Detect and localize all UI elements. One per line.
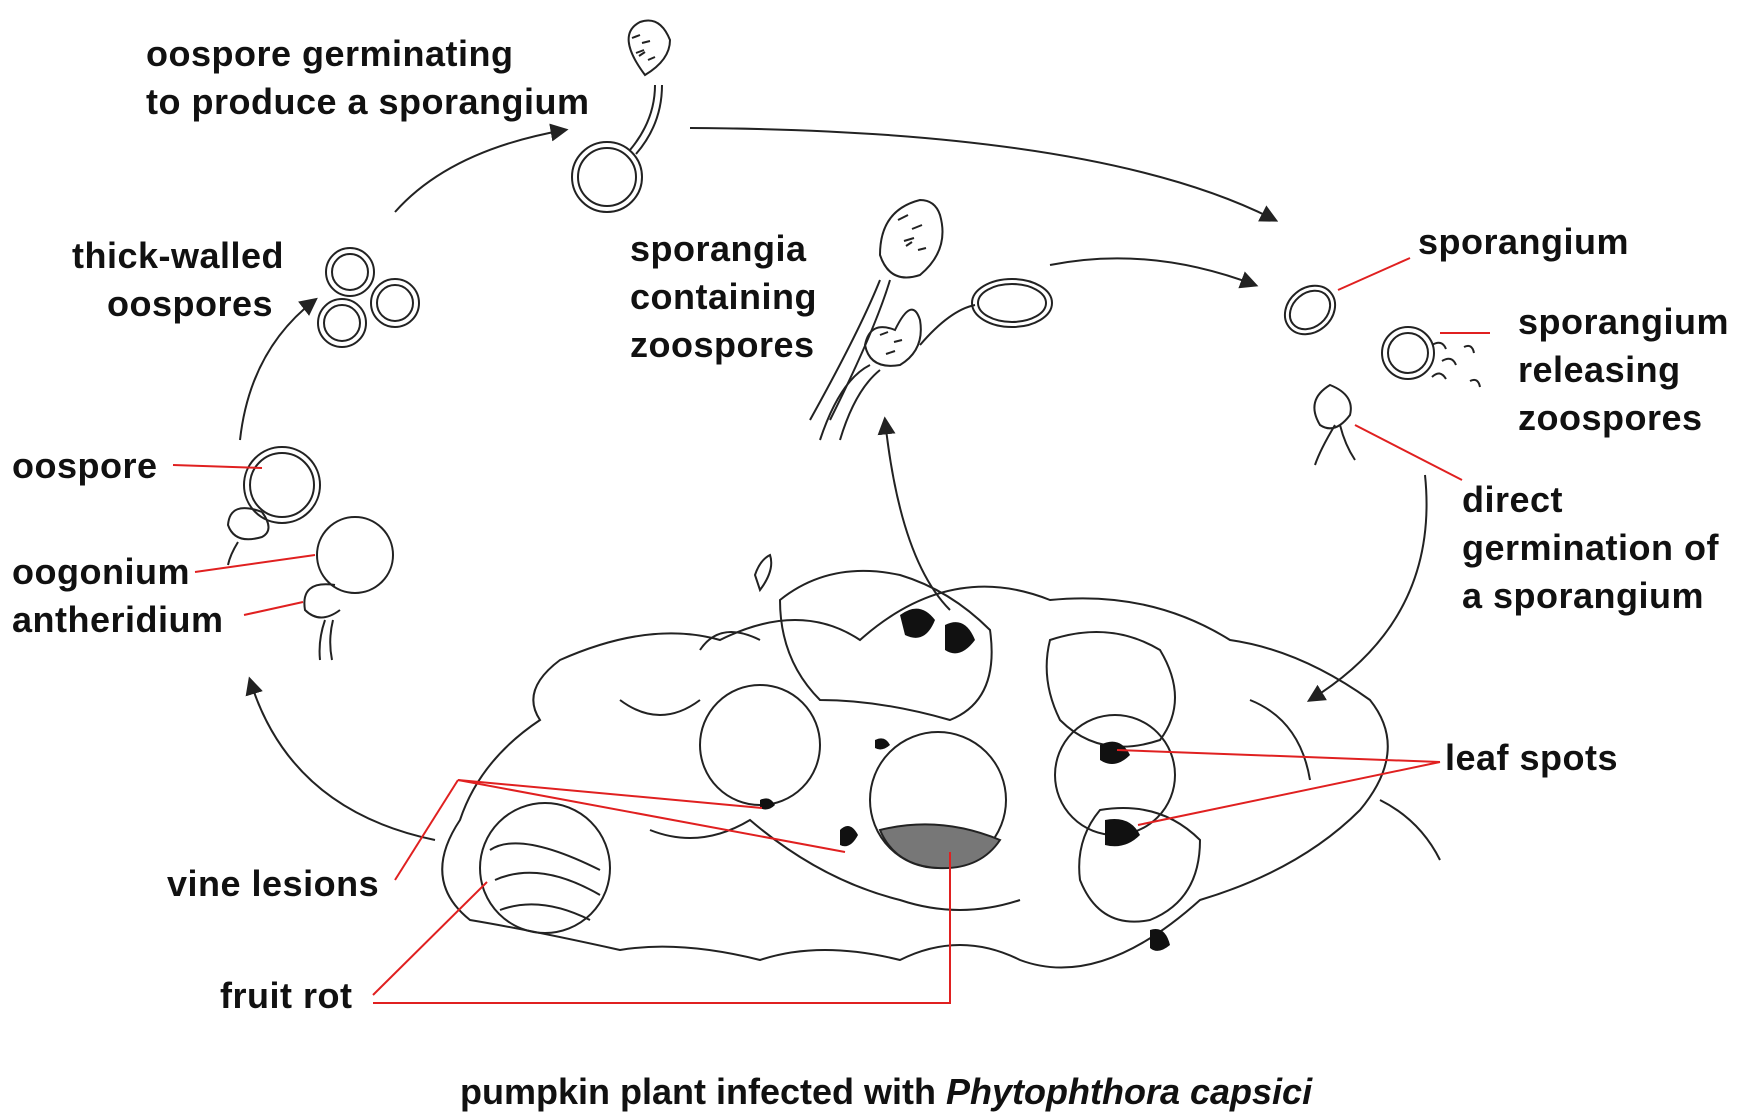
label-direct-line2: germination of [1462, 524, 1719, 572]
leader-direct-germination [1355, 425, 1462, 480]
label-leaf-spots: leaf spots [1445, 734, 1618, 782]
leader-leaf-spots-1 [1117, 750, 1440, 762]
label-direct-germination: direct germination of a sporangium [1462, 476, 1719, 620]
label-fruit-rot-text: fruit rot [220, 972, 352, 1020]
label-sporangia-line2: containing [630, 273, 817, 321]
arrow-germinating-to-sporangium [690, 128, 1275, 220]
leader-vine-lesions-1 [395, 780, 458, 880]
caption-species: Phytophthora capsici [946, 1071, 1312, 1112]
arrow-oospores-to-germinating [395, 130, 565, 212]
leader-fruit-rot-1 [373, 882, 487, 995]
label-vine-lesions: vine lesions [167, 860, 379, 908]
sporangia-zoospores-illustration [810, 200, 1052, 440]
leader-leaf-spots-2 [1138, 762, 1440, 825]
pumpkin-plant-illustration [442, 555, 1440, 968]
label-direct-line3: a sporangium [1462, 572, 1719, 620]
label-oospore-text: oospore [12, 442, 158, 490]
label-direct-line1: direct [1462, 476, 1719, 524]
figure-caption: pumpkin plant infected with Phytophthora… [460, 1070, 1312, 1114]
label-antheridium: antheridium [12, 596, 224, 644]
label-antheridium-text: antheridium [12, 596, 224, 644]
thick-walled-oospores-illustration [318, 248, 419, 347]
label-oospore: oospore [12, 442, 158, 490]
label-vine-lesions-text: vine lesions [167, 860, 379, 908]
leader-antheridium [244, 602, 303, 615]
label-oogonium: oogonium [12, 548, 190, 596]
label-sporangium: sporangium [1418, 218, 1629, 266]
label-oogonium-text: oogonium [12, 548, 190, 596]
leader-fruit-rot-2 [373, 852, 950, 1003]
label-releasing-line3: zoospores [1518, 394, 1729, 442]
oospore-oogonium-illustration [228, 447, 393, 660]
label-sporangium-releasing-zoospores: sporangium releasing zoospores [1518, 298, 1729, 442]
leader-vine-lesions-3 [458, 780, 845, 852]
arrow-germination-to-plant [1310, 475, 1427, 700]
cycle-arrows [240, 128, 1427, 840]
label-thick-walled-line2: oospores [72, 280, 284, 328]
leader-sporangium [1338, 258, 1410, 290]
label-thick-walled-line1: thick-walled [72, 232, 284, 280]
lesions-illustration [760, 609, 1170, 951]
label-oospore-germinating-line1: oospore germinating [146, 30, 590, 78]
label-thick-walled-oospores: thick-walled oospores [72, 232, 284, 328]
arrow-vine-to-antheridium [250, 680, 435, 840]
label-fruit-rot: fruit rot [220, 972, 352, 1020]
label-oospore-germinating-line2: to produce a sporangium [146, 78, 590, 126]
label-sporangia-line1: sporangia [630, 225, 817, 273]
label-releasing-line2: releasing [1518, 346, 1729, 394]
label-releasing-line1: sporangium [1518, 298, 1729, 346]
leader-oogonium [195, 555, 315, 572]
arrow-sporangia-to-sporangium [1050, 258, 1255, 285]
caption-prefix: pumpkin plant infected with [460, 1071, 946, 1112]
label-sporangia-containing-zoospores: sporangia containing zoospores [630, 225, 817, 369]
label-sporangium-text: sporangium [1418, 218, 1629, 266]
leader-vine-lesions-2 [458, 780, 762, 808]
label-oospore-germinating: oospore germinating to produce a sporang… [146, 30, 590, 126]
label-leaf-spots-text: leaf spots [1445, 734, 1618, 782]
label-sporangia-line3: zoospores [630, 321, 817, 369]
